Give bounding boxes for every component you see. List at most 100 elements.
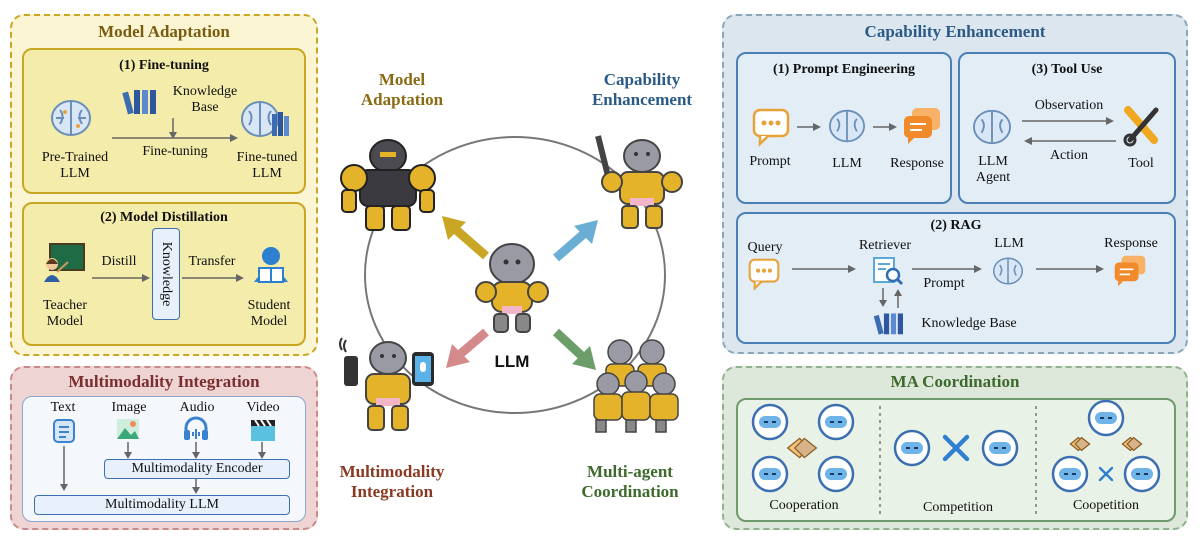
image-down-arrow <box>124 442 132 459</box>
agent-head-icon <box>751 403 789 441</box>
retriever-label: Retriever <box>858 238 912 253</box>
video-down-arrow <box>258 442 266 459</box>
student-icon <box>254 247 288 283</box>
agent-head-icon <box>1123 455 1161 493</box>
capability-title: Capability Enhancement <box>864 22 1046 41</box>
label-multimodality-integration: Multimodality Integration <box>339 462 445 501</box>
tool-label: Tool <box>1128 156 1154 171</box>
knowledge-box <box>152 228 180 320</box>
retriever-to-llm-arrow <box>912 265 982 273</box>
arrow-to-multimodality <box>446 328 489 368</box>
video-input-label: Video <box>246 400 280 415</box>
prompt-to-llm-arrow <box>797 123 821 131</box>
rag-title: (2) RAG <box>930 218 982 233</box>
text-doc-icon <box>53 419 75 443</box>
transfer-label: Transfer <box>188 254 236 269</box>
agent-head-icon <box>817 403 855 441</box>
distillation-title: (2) Model Distillation <box>100 210 228 225</box>
video-clapper-icon <box>251 419 275 441</box>
observation-label: Observation <box>1034 98 1104 113</box>
image-icon <box>117 419 139 439</box>
rag-prompt-label: Prompt <box>923 276 965 291</box>
response-bubble-icon <box>904 108 940 144</box>
audio-headphones-icon <box>184 416 208 440</box>
cooperation-label: Cooperation <box>769 498 839 513</box>
multimodality-title: Multimodality Integration <box>68 372 260 391</box>
transfer-arrow <box>182 274 244 282</box>
rag-kb-label: Knowledge Base <box>921 316 1017 331</box>
tool-use-title: (3) Tool Use <box>1031 62 1103 77</box>
kb-updown-arrows <box>879 288 902 308</box>
multimodality-encoder-box: Multimodality Encoder <box>104 459 290 479</box>
multimodality-llm-box: Multimodality LLM <box>34 495 290 515</box>
rag-books-icon <box>873 313 903 335</box>
teacher-icon <box>44 243 85 282</box>
multimodal-robot-icon <box>339 337 434 431</box>
ma-title: MA Coordination <box>890 372 1020 391</box>
retriever-search-icon <box>873 257 904 286</box>
label-model-adaptation: Model Adaptation <box>360 70 444 109</box>
robot-group-icon <box>593 339 679 433</box>
ma-agents <box>751 399 1161 493</box>
encoder-down-arrow <box>192 479 200 494</box>
competition-label: Competition <box>923 500 993 515</box>
central-ring <box>364 136 666 414</box>
handshake-icon <box>1121 436 1143 452</box>
pe-response-label: Response <box>890 156 944 171</box>
observation-arrow <box>1022 117 1114 125</box>
action-label: Action <box>1049 148 1089 163</box>
handshake-icon <box>786 437 818 459</box>
image-input-label: Image <box>111 400 147 415</box>
pretrained-brain-icon <box>51 100 91 136</box>
rag-response-label: Response <box>1104 236 1158 251</box>
pe-llm-label: LLM <box>832 156 862 171</box>
pe-llm-brain-icon <box>829 109 865 143</box>
handshake-icon <box>1069 436 1091 452</box>
center-robot-icon <box>475 243 549 333</box>
query-bubble-icon <box>748 258 780 291</box>
teacher-label: Teacher Model <box>42 298 88 330</box>
agent-head-icon <box>981 429 1019 467</box>
text-down-arrow <box>60 446 68 491</box>
rag-box <box>736 212 1176 344</box>
audio-input-label: Audio <box>179 400 215 415</box>
center-llm-label: LLM <box>494 352 530 371</box>
prompt-engineering-title: (1) Prompt Engineering <box>772 62 916 77</box>
arrow-to-adaptation <box>442 216 489 260</box>
knowledge-base-label: Knowledge Base <box>172 84 238 116</box>
label-capability-enhancement: Capability Enhancement <box>591 70 693 109</box>
fine-tuning-arrow <box>112 134 238 142</box>
agent-head-icon <box>817 455 855 493</box>
rag-llm-brain-icon <box>993 257 1023 285</box>
prompt-label: Prompt <box>749 154 791 169</box>
knowledge-base-books-icon <box>122 90 156 115</box>
coopetition-label: Coopetition <box>1072 498 1140 513</box>
pretrained-label: Pre-Trained LLM <box>41 150 109 182</box>
crossed-swords-icon <box>942 434 970 462</box>
agent-head-icon <box>893 429 931 467</box>
agent-head-icon <box>1087 399 1125 437</box>
tool-wrench-icon <box>1123 106 1159 147</box>
agent-head-icon <box>1051 455 1089 493</box>
distill-label: Distill <box>101 254 137 269</box>
kb-down-arrow <box>169 118 177 139</box>
armored-robot-icon <box>340 139 436 231</box>
llm-to-response-arrow <box>873 123 897 131</box>
llm-to-rag-response-arrow <box>1036 265 1104 273</box>
agent-brain-icon <box>973 109 1011 145</box>
query-to-retriever-arrow <box>792 265 856 273</box>
label-multi-agent: Multi-agent Coordination <box>581 462 679 501</box>
rag-llm-label: LLM <box>994 236 1024 251</box>
finetuned-brain-icon <box>241 101 289 137</box>
audio-down-arrow <box>192 442 200 459</box>
agent-label: LLM Agent <box>975 154 1011 186</box>
finetuned-label: Fine-tuned LLM <box>236 150 298 182</box>
fine-tuning-title: (1) Fine-tuning <box>119 58 209 73</box>
agent-head-icon <box>751 455 789 493</box>
crossed-swords-icon <box>1098 466 1114 482</box>
rag-response-icon <box>1114 255 1146 287</box>
fine-tuning-arrow-label: Fine-tuning <box>142 144 208 159</box>
arrow-to-multi-agent <box>552 328 596 370</box>
distill-arrow <box>92 274 150 282</box>
text-input-label: Text <box>50 400 76 415</box>
